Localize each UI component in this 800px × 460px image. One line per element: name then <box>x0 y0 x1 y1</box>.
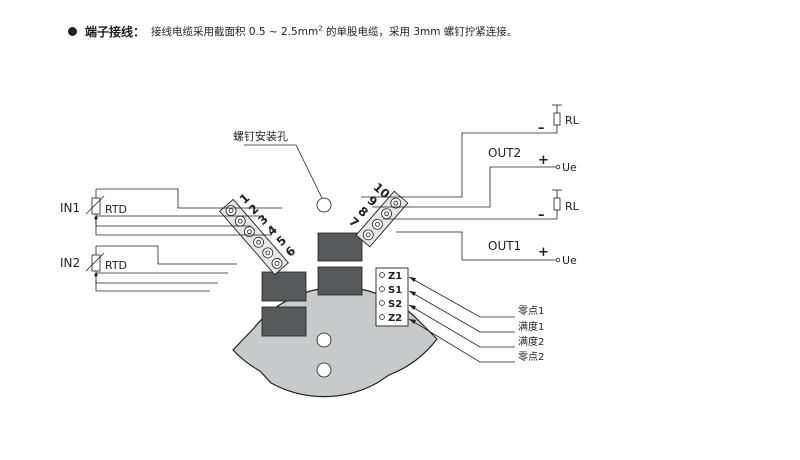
rtd-sensor-icon <box>85 195 105 272</box>
pot-callout-lines <box>408 276 515 363</box>
rl-label: RL <box>565 200 580 213</box>
minus-sign: – <box>538 208 545 223</box>
callout-line <box>244 144 323 199</box>
potentiometer-block: Z1 S1 S2 Z2 <box>375 267 409 327</box>
ue-label: Ue <box>562 254 577 267</box>
mounting-hole <box>316 197 332 213</box>
mount-hole-label: 螺钉安装孔 <box>233 129 288 143</box>
in1-rtd-label: RTD <box>105 203 127 216</box>
display-window <box>261 271 307 302</box>
pot-label: Z2 <box>388 313 402 324</box>
minus-sign: – <box>538 121 545 136</box>
rl-label: RL <box>565 114 580 127</box>
plus-sign: + <box>538 245 549 260</box>
display-window <box>317 266 363 296</box>
terminal-number: 7 <box>346 214 361 230</box>
out2-label: OUT2 <box>488 146 521 160</box>
callout-zero2: 零点2 <box>518 351 544 363</box>
terminal-number: 6 <box>283 244 298 260</box>
in1-label: IN1 <box>60 201 80 215</box>
callout-span1: 满度1 <box>518 320 544 333</box>
out1-label: OUT1 <box>488 239 521 253</box>
load-resistor-icon <box>553 112 561 211</box>
pot-label: Z1 <box>388 271 402 282</box>
terminal-block-left: 1 2 3 4 5 6 <box>219 191 298 276</box>
ue-label: Ue <box>562 161 577 174</box>
mounting-hole <box>316 332 332 348</box>
bullet-icon <box>68 26 77 36</box>
callout-zero1: 零点1 <box>518 305 544 317</box>
note-title: 端子接线： <box>85 24 146 39</box>
junction-dot <box>94 273 98 277</box>
display-window <box>261 306 307 337</box>
arrow-icon <box>409 277 416 324</box>
in2-label: IN2 <box>60 256 80 270</box>
display-window <box>317 232 363 262</box>
callout-span2: 满度2 <box>518 335 544 348</box>
terminal-node-icon <box>555 164 561 263</box>
pot-label: S1 <box>388 285 402 296</box>
junction-dot <box>94 216 98 220</box>
mounting-hole <box>316 362 332 378</box>
output-wiring <box>361 104 562 261</box>
terminal-wiring-note: 端子接线： 接线电缆采用截面积 0.5 ~ 2.5mm2 的单股电缆，采用 3m… <box>68 22 517 40</box>
in2-rtd-label: RTD <box>105 259 127 272</box>
plus-sign: + <box>538 153 549 168</box>
pot-label: S2 <box>388 299 402 310</box>
note-text: 接线电缆采用截面积 0.5 ~ 2.5mm2 的单股电缆，采用 3mm 螺钉拧紧… <box>151 24 518 38</box>
